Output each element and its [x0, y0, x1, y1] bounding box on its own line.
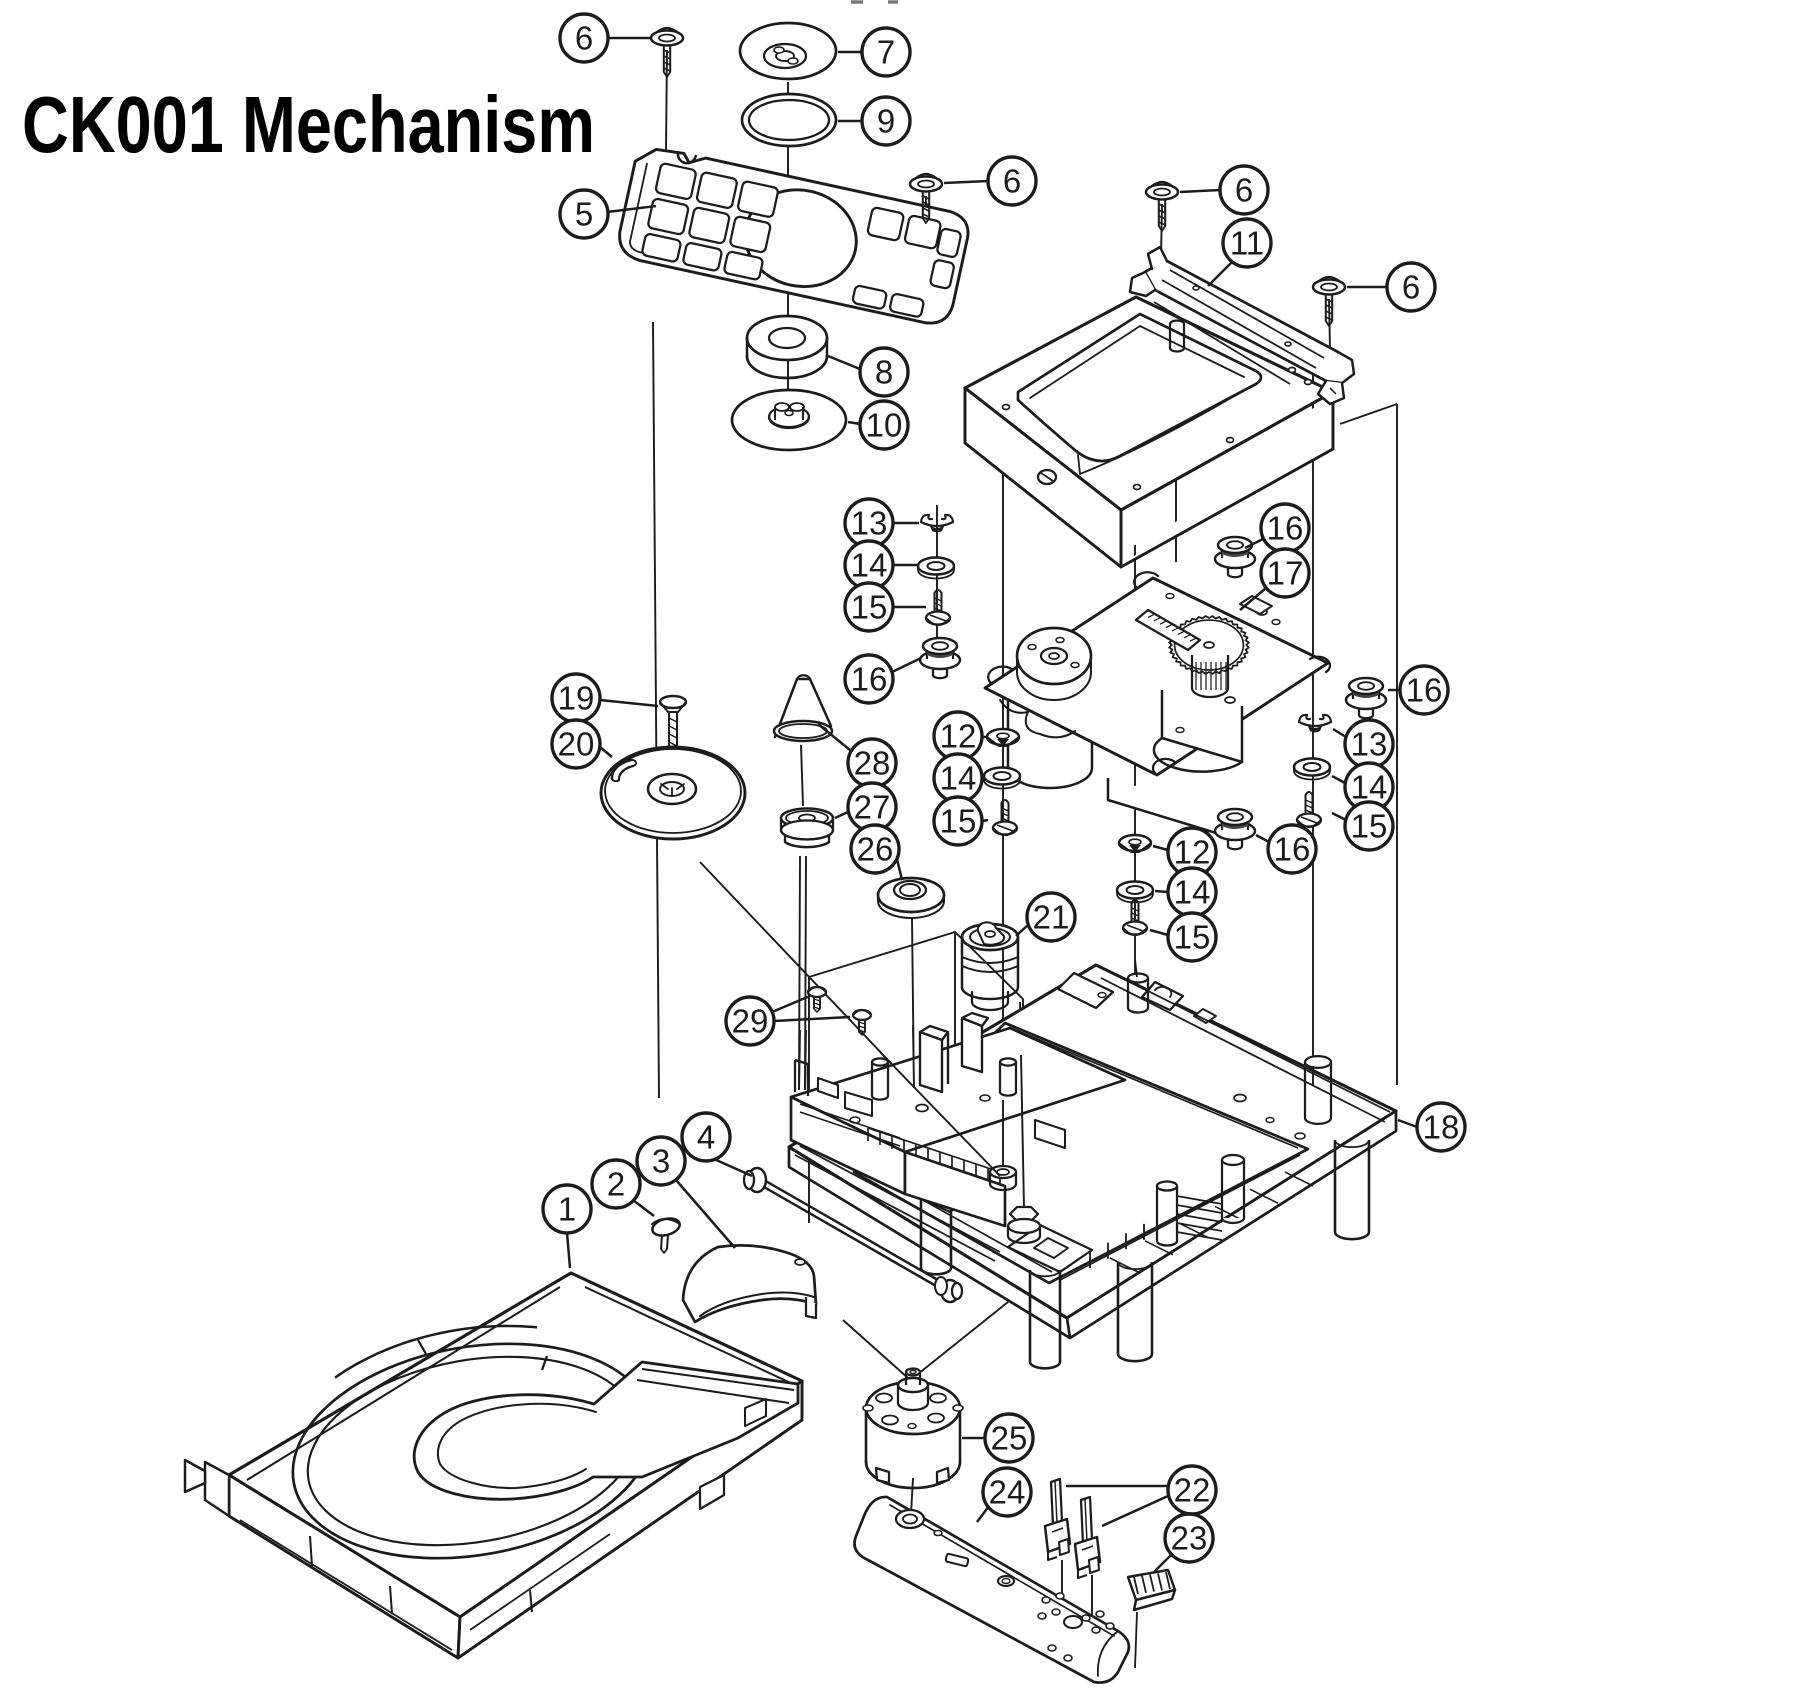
svg-text:6: 6: [1235, 172, 1253, 209]
svg-text:16: 16: [1274, 831, 1311, 868]
svg-text:28: 28: [854, 745, 891, 782]
svg-text:12: 12: [1174, 834, 1211, 871]
svg-text:7: 7: [877, 34, 895, 71]
svg-text:22: 22: [1174, 1472, 1211, 1509]
svg-text:8: 8: [875, 354, 893, 391]
svg-text:16: 16: [851, 661, 888, 698]
svg-text:6: 6: [1003, 163, 1021, 200]
svg-text:11: 11: [1230, 225, 1264, 262]
svg-text:16: 16: [1406, 672, 1443, 709]
svg-text:14: 14: [851, 547, 888, 584]
svg-text:14: 14: [1174, 874, 1211, 911]
svg-text:1: 1: [558, 1191, 576, 1228]
svg-text:3: 3: [652, 1143, 670, 1180]
svg-text:23: 23: [1171, 1520, 1208, 1557]
svg-text:26: 26: [857, 831, 894, 868]
svg-text:6: 6: [575, 20, 593, 57]
svg-text:5: 5: [575, 196, 593, 233]
svg-text:27: 27: [854, 789, 891, 826]
svg-text:12: 12: [940, 718, 977, 755]
svg-text:14: 14: [1351, 769, 1388, 806]
svg-text:18: 18: [1423, 1109, 1460, 1146]
svg-text:13: 13: [1351, 726, 1388, 763]
svg-text:15: 15: [940, 803, 977, 840]
svg-text:CK001 Mechanism: CK001 Mechanism: [22, 80, 595, 169]
svg-text:2: 2: [607, 1166, 625, 1203]
svg-text:16: 16: [1267, 510, 1304, 547]
svg-text:4: 4: [697, 1119, 715, 1156]
svg-text:24: 24: [989, 1474, 1026, 1511]
svg-text:9: 9: [877, 103, 895, 140]
svg-text:17: 17: [1267, 555, 1304, 592]
svg-text:15: 15: [1174, 919, 1211, 956]
svg-text:15: 15: [851, 589, 888, 626]
svg-text:14: 14: [940, 760, 977, 797]
svg-text:13: 13: [851, 505, 888, 542]
svg-text:19: 19: [558, 680, 595, 717]
svg-text:25: 25: [991, 1420, 1028, 1457]
svg-text:6: 6: [1402, 269, 1420, 306]
svg-text:21: 21: [1033, 899, 1070, 936]
svg-text:20: 20: [558, 726, 595, 763]
svg-text:29: 29: [732, 1003, 769, 1040]
svg-text:15: 15: [1351, 808, 1388, 845]
svg-text:10: 10: [866, 407, 903, 444]
